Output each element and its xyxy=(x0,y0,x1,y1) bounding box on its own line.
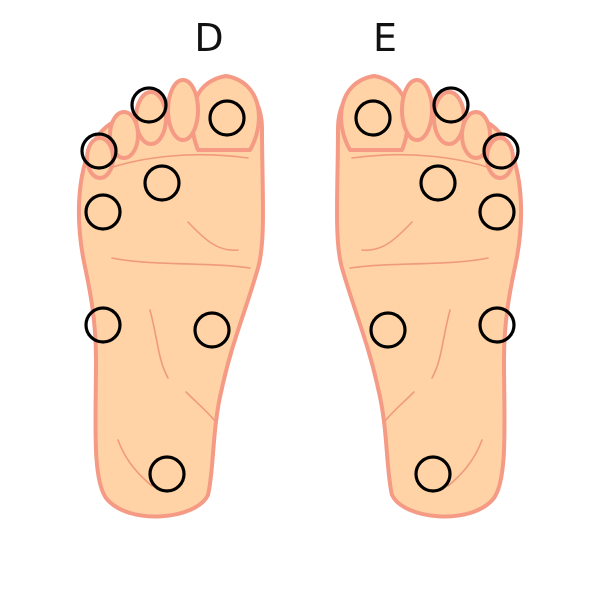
label-left-foot: E xyxy=(372,16,397,60)
label-right-foot: D xyxy=(194,16,224,60)
left-foot xyxy=(335,74,524,519)
right-foot xyxy=(76,74,266,519)
